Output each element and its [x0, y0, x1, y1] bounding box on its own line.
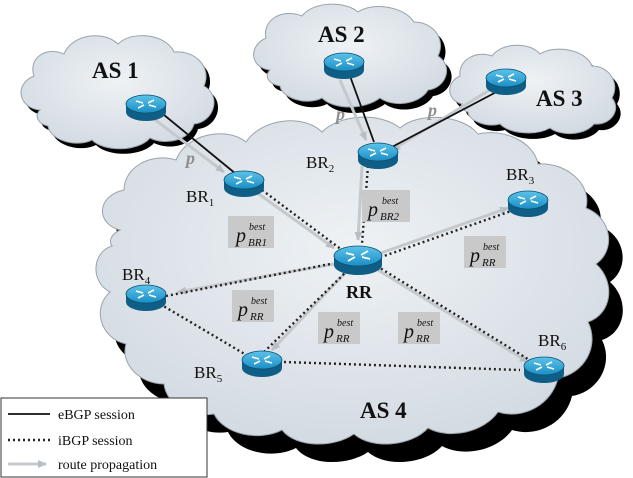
svg-text:best: best	[249, 222, 265, 233]
svg-text:best: best	[337, 318, 353, 329]
svg-text:BR2: BR2	[380, 211, 399, 223]
router-icon	[241, 350, 283, 377]
legend-ibgp-label: iBGP session	[58, 434, 133, 449]
route-label-box: p best RR	[464, 236, 506, 269]
svg-text:RR: RR	[249, 311, 264, 323]
svg-text:p: p	[234, 225, 246, 247]
ibgp-br5-br6	[283, 360, 521, 372]
ebgp-sessions	[157, 75, 505, 175]
ibgp-br4-br5	[159, 302, 249, 358]
router-label: BR5	[194, 363, 223, 385]
cloud-as1	[20, 35, 219, 154]
prefix-label: p	[426, 100, 437, 120]
router-label: BR4	[122, 265, 151, 287]
ibgp-br6-rr	[379, 266, 537, 366]
legend: eBGP session iBGP session route propagat…	[0, 397, 208, 478]
as-label: AS 3	[536, 86, 583, 111]
route-label-box: p best RR	[398, 312, 440, 345]
svg-text:RR: RR	[481, 257, 496, 269]
as-label: AS 4	[360, 398, 407, 423]
router-label: BR6	[538, 331, 567, 353]
svg-text:p: p	[366, 199, 378, 221]
router-icon	[507, 190, 549, 217]
routers	[125, 52, 565, 383]
route-arrow-br1-rr	[255, 190, 335, 250]
ibgp-br5-rr	[263, 271, 347, 353]
router-label: BR1	[186, 187, 214, 209]
router-label: BR2	[306, 153, 334, 175]
svg-text:best: best	[382, 196, 398, 207]
route-arrow-as1-br1	[149, 114, 225, 174]
svg-text:best: best	[417, 318, 433, 329]
route-arrow-as2-br2	[338, 79, 368, 141]
svg-text:p: p	[402, 321, 414, 343]
route-arrow-br2-rr	[354, 165, 364, 241]
router-icon	[125, 94, 167, 121]
router-icon	[523, 356, 565, 383]
router-label-rr: RR	[346, 282, 373, 302]
legend-ebgp-label: eBGP session	[58, 408, 135, 423]
svg-text:RR: RR	[415, 333, 430, 345]
ebgp-as3-br2	[389, 87, 505, 149]
ibgp-sessions	[159, 165, 537, 372]
router-icon	[357, 142, 399, 169]
svg-text:best: best	[251, 296, 267, 307]
ebgp-as2-br2	[349, 75, 375, 143]
router-icon	[223, 170, 265, 197]
route-arrow-rr-br3	[377, 206, 509, 256]
svg-text:p: p	[468, 245, 480, 267]
router-icon	[323, 52, 365, 79]
router-icon	[125, 284, 167, 311]
ibgp-br1-rr	[261, 189, 343, 251]
as-label: AS 1	[92, 58, 139, 83]
route-label-box: p best RR	[232, 290, 274, 323]
route-label-box: p best BR2	[362, 190, 410, 223]
ibgp-br2-rr	[360, 165, 370, 245]
route-arrow-as3-br2	[391, 84, 497, 152]
prefix-label: p	[184, 148, 195, 168]
svg-text:p: p	[236, 299, 248, 321]
router-icon	[485, 68, 527, 95]
as-label: AS 2	[318, 22, 365, 47]
legend-route-label: route propagation	[58, 458, 157, 473]
prefix-label: p	[334, 104, 345, 124]
router-label: BR3	[506, 165, 535, 187]
svg-text:p: p	[322, 321, 334, 343]
route-label-box: p best RR	[318, 312, 360, 345]
router-icon	[333, 245, 383, 275]
svg-text:best: best	[483, 242, 499, 253]
ebgp-as1-br1	[157, 109, 237, 175]
route-label-box: p best BR1	[228, 216, 274, 249]
svg-text:RR: RR	[335, 333, 350, 345]
svg-text:BR1: BR1	[248, 237, 267, 249]
route-arrow-rr-br6	[377, 268, 529, 364]
